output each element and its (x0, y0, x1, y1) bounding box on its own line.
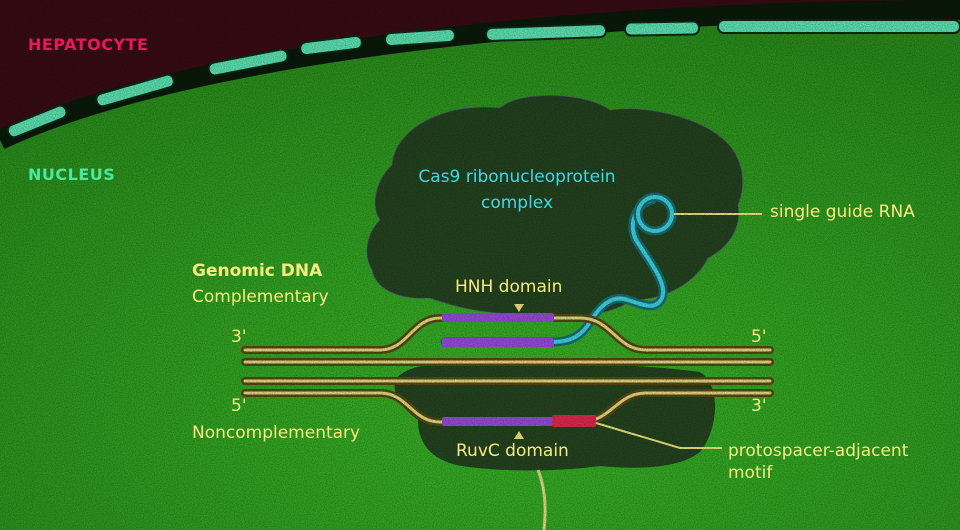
end-3-top-label: 3' (231, 327, 247, 347)
pam-label: protospacer-adjacent motif (728, 441, 909, 483)
genomic-dna-label: Genomic DNA (192, 261, 323, 281)
end-5-top-label: 5' (751, 327, 767, 347)
nucleus-label: NUCLEUS (28, 165, 116, 184)
end-3-bottom-label: 3' (751, 396, 767, 416)
cas9-label: Cas9 ribonucleoprotein complex (418, 167, 616, 213)
complementary-label: Complementary (192, 287, 329, 307)
noncomplementary-label: Noncomplementary (192, 423, 361, 443)
hnh-domain-label: HNH domain (455, 277, 563, 297)
sgrna-label: single guide RNA (770, 202, 915, 222)
ruvc-domain-label: RuvC domain (456, 441, 569, 461)
hepatocyte-label: HEPATOCYTE (28, 35, 149, 54)
end-5-bottom-label: 5' (231, 396, 247, 416)
